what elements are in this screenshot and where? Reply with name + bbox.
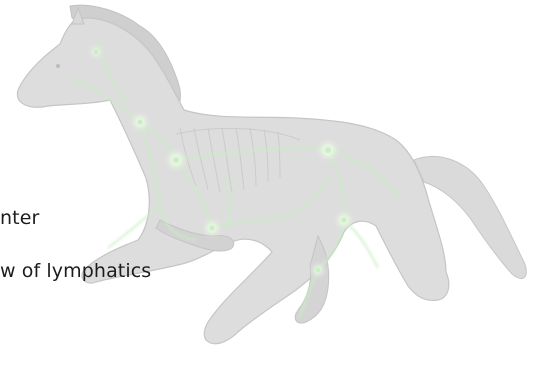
horse-eye [56,64,60,68]
horse-body [17,18,448,344]
caption-fragment-2: w of lymphatics [0,262,151,281]
caption-fragment-1: nter [0,209,39,228]
